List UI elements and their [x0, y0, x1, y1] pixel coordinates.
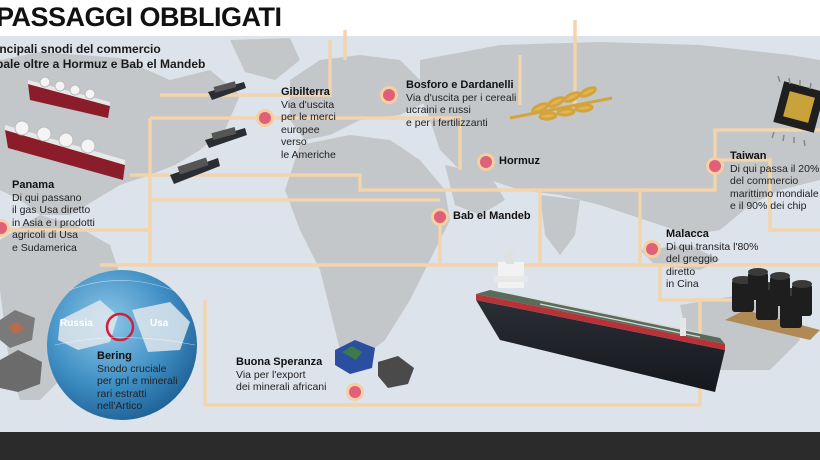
cargo-ship-icon — [205, 127, 247, 148]
marker-gibilterra — [256, 109, 274, 127]
label-desc: Via per l'export dei minerali africani — [236, 369, 326, 394]
label-malacca: Malacca Di qui transita l'80% del greggi… — [666, 228, 758, 291]
chip-icon — [771, 75, 820, 147]
label-name: Bosforo e Dardanelli — [406, 79, 514, 91]
desc-line: Snodo cruciale — [97, 362, 167, 375]
desc-line: Via per l'export — [236, 368, 306, 381]
globe-label-russia: Russia — [60, 318, 93, 329]
page-title: PASSAGGI OBBLIGATI — [0, 2, 282, 32]
globe-label-usa: Usa — [150, 318, 169, 329]
desc-line: e per i fertilizzanti — [406, 116, 488, 129]
label-desc: Snodo cruciale per gnl e minerali rari e… — [97, 363, 178, 413]
desc-line: in Cina — [666, 278, 699, 290]
label-hormuz: Hormuz — [499, 155, 540, 168]
desc-line: il gas Usa diretto — [12, 204, 91, 216]
desc-line: Di qui passa il 20% — [730, 162, 820, 175]
footer-bar — [0, 432, 820, 460]
desc-line: agricoli di Usa — [12, 229, 78, 241]
label-desc: Di qui passano il gas Usa diretto in Asi… — [12, 192, 95, 255]
label-name: Gibilterra — [281, 86, 330, 98]
marker-buonasperanza — [346, 383, 364, 401]
desc-line: per le merci — [281, 111, 336, 123]
desc-line: le Americhe — [281, 148, 336, 161]
marker-bosforo — [380, 86, 398, 104]
desc-line: per gnl e minerali — [97, 375, 178, 387]
label-name: Bering — [97, 350, 132, 362]
route-pacific — [715, 158, 820, 232]
route-atlantic — [130, 128, 820, 192]
mineral-rock-icon — [378, 356, 414, 388]
desc-line: verso — [281, 136, 307, 148]
desc-line: marittimo mondiale — [730, 187, 819, 200]
desc-line: del greggio — [666, 253, 718, 265]
label-desc: Di qui transita l'80% del greggio dirett… — [666, 241, 758, 291]
label-bering: Bering Snodo cruciale per gnl e minerali… — [97, 350, 178, 413]
label-name: Hormuz — [499, 155, 540, 167]
page-subtitle: incipali snodi del commercio bale oltre … — [0, 42, 226, 72]
mineral-rock-icon — [335, 340, 375, 374]
lng-tanker-icon — [28, 76, 110, 118]
lng-tanker-icon — [5, 120, 125, 180]
label-babelmandeb: Bab el Mandeb — [453, 210, 531, 223]
desc-line: ucraini e russi — [406, 104, 471, 116]
label-name: Bab el Mandeb — [453, 210, 531, 222]
label-buonasperanza: Buona Speranza Via per l'export dei mine… — [236, 356, 326, 394]
desc-line: Di qui passano — [12, 191, 82, 204]
globe-icon — [47, 270, 197, 420]
oil-tanker-icon — [476, 252, 725, 392]
label-bosforo: Bosforo e Dardanelli Via d'uscita per i … — [406, 79, 516, 129]
subtitle-line: bale oltre a Hormuz e Bab el Mandeb — [0, 57, 206, 71]
cargo-ship-icon — [208, 81, 246, 100]
chokepoint-markers — [0, 86, 724, 401]
desc-line: in Asia e i prodotti — [12, 216, 95, 229]
label-panama: Panama Di qui passano il gas Usa diretto… — [12, 179, 95, 254]
desc-line: del commercio — [730, 175, 799, 187]
label-desc: Via d'uscita per i cereali ucraini e rus… — [406, 92, 516, 130]
label-desc: Di qui passa il 20% del commercio maritt… — [730, 163, 819, 213]
marker-panama — [0, 219, 10, 237]
subtitle-line: incipali snodi del commercio — [0, 42, 161, 56]
desc-line: nell'Artico — [97, 400, 143, 412]
greenland — [230, 38, 300, 80]
marker-taiwan — [706, 157, 724, 175]
wheat-icon — [509, 86, 613, 121]
label-name: Malacca — [666, 228, 709, 240]
cargo-ship-icon — [170, 157, 220, 184]
desc-line: e il 90% dei chip — [730, 200, 807, 212]
marker-hormuz — [477, 153, 495, 171]
desc-line: dei minerali africani — [236, 381, 327, 393]
marker-babelmandeb — [431, 208, 449, 226]
label-desc: Via d'uscita per le merci europee verso … — [281, 99, 336, 162]
desc-line: Via d'uscita — [281, 98, 335, 111]
world-map — [0, 20, 820, 432]
desc-line: europee — [281, 123, 320, 136]
desc-line: Di qui transita l'80% — [666, 240, 759, 253]
label-name: Panama — [12, 179, 55, 191]
india — [540, 195, 580, 255]
label-name: Taiwan — [730, 150, 767, 162]
label-name: Buona Speranza — [236, 356, 323, 368]
desc-line: e Sudamerica — [12, 241, 77, 254]
desc-line: rari estratti — [97, 387, 147, 400]
mineral-rock-icon — [0, 310, 42, 392]
route-med — [150, 116, 462, 170]
route-vertical-east — [343, 20, 577, 105]
marker-malacca — [643, 240, 661, 258]
label-taiwan: Taiwan Di qui passa il 20% del commercio… — [730, 150, 819, 213]
desc-line: diretto — [666, 265, 696, 278]
oil-barrels-icon — [725, 268, 820, 340]
label-gibilterra: Gibilterra Via d'uscita per le merci eur… — [281, 86, 336, 161]
desc-line: Via d'uscita per i cereali — [406, 91, 517, 104]
